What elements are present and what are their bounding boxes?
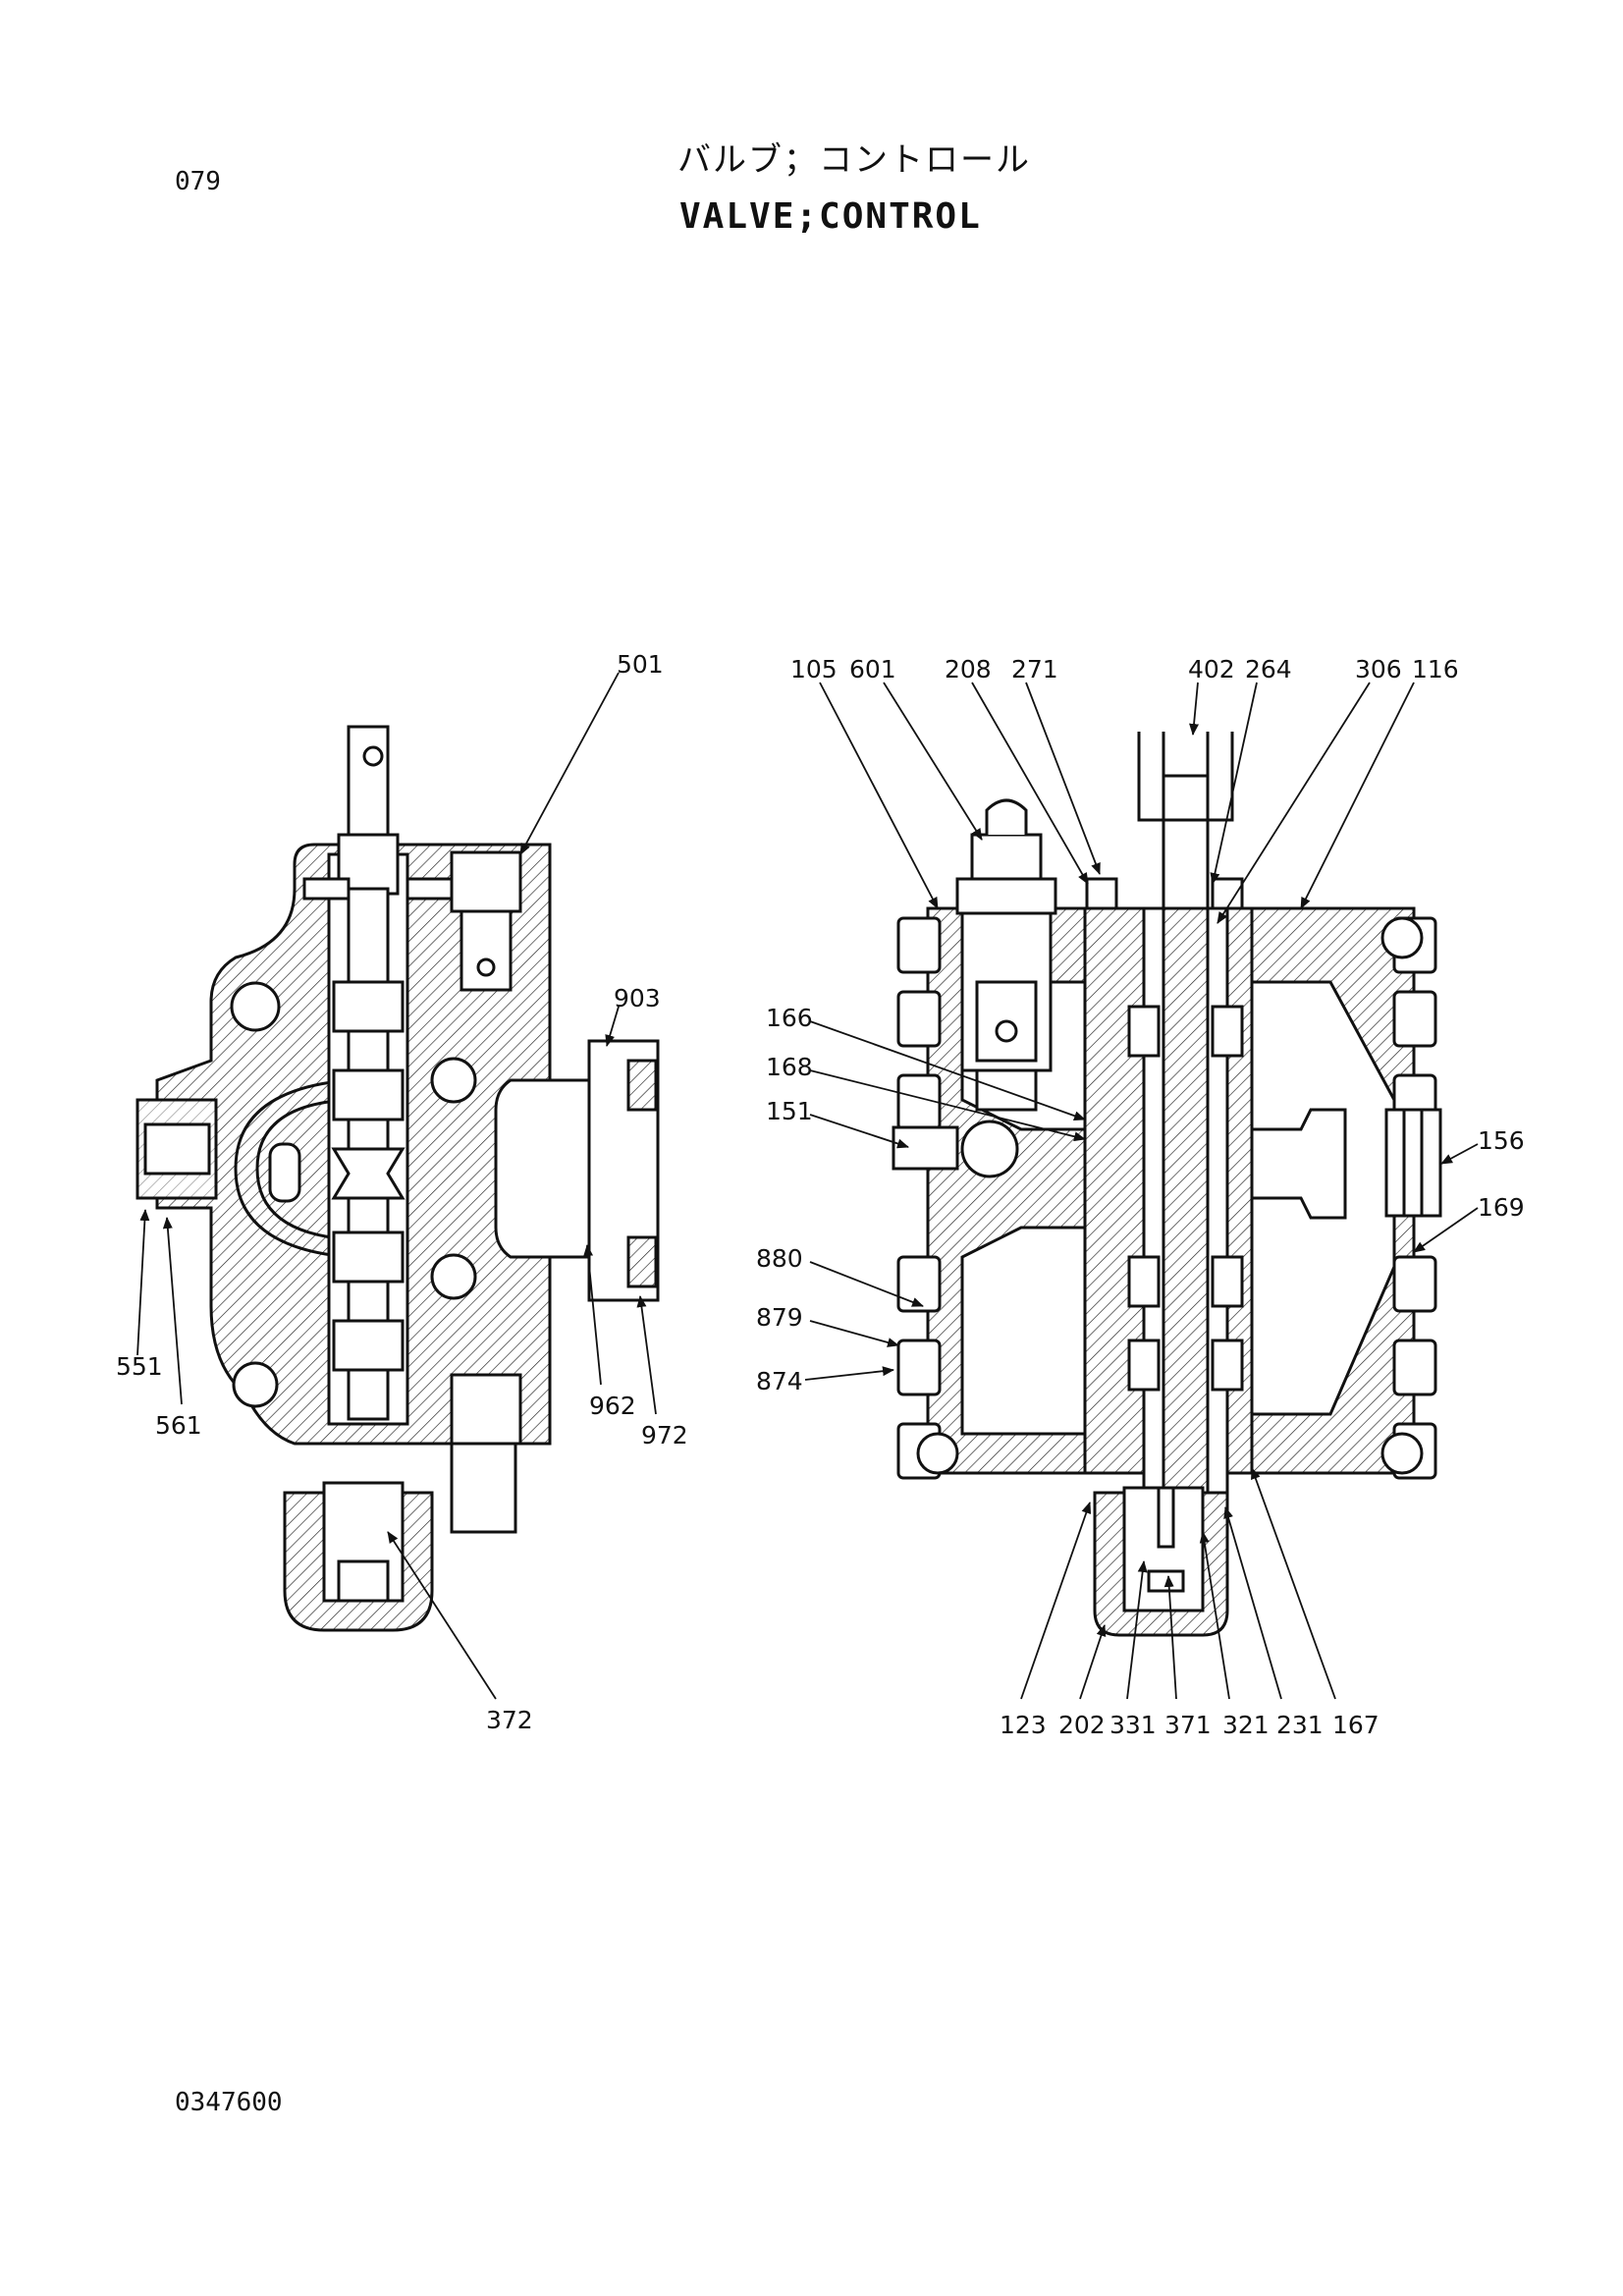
callout-306: 306 [1355,655,1402,683]
callout-551: 551 [116,1352,163,1381]
callout-501: 501 [617,650,664,679]
callout-168: 168 [766,1053,813,1081]
callout-371: 371 [1164,1711,1212,1739]
callout-962: 962 [589,1392,636,1420]
callout-labels: 501 903 551 561 962 972 372 105 601 208 … [116,650,1525,1739]
leader-lines [136,672,1479,1700]
title-english: VALVE;CONTROL [679,196,982,237]
callout-372: 372 [486,1706,533,1734]
callout-972: 972 [641,1421,688,1449]
callout-879: 879 [756,1303,803,1332]
right-sectional-view [892,732,1442,1637]
document-number: 0347600 [175,2088,283,2117]
callout-208: 208 [945,655,992,683]
callout-116: 116 [1412,655,1459,683]
callout-880: 880 [756,1244,803,1273]
callout-202: 202 [1058,1711,1106,1739]
title-japanese: バルブ；コントロール [677,140,1031,180]
callout-169: 169 [1478,1193,1525,1222]
callout-105: 105 [790,655,838,683]
callout-271: 271 [1011,655,1058,683]
page-number: 079 [175,167,221,196]
callout-874: 874 [756,1367,803,1395]
callout-903: 903 [614,984,661,1012]
callout-151: 151 [766,1097,813,1125]
callout-402: 402 [1188,655,1235,683]
callout-321: 321 [1222,1711,1270,1739]
callout-166: 166 [766,1004,813,1032]
callout-167: 167 [1332,1711,1380,1739]
callout-231: 231 [1276,1711,1324,1739]
callout-601: 601 [849,655,896,683]
callout-123: 123 [1000,1711,1047,1739]
callout-264: 264 [1245,655,1292,683]
callout-561: 561 [155,1411,202,1440]
callout-331: 331 [1109,1711,1157,1739]
callout-156: 156 [1478,1126,1525,1155]
left-sectional-view [135,725,660,1632]
